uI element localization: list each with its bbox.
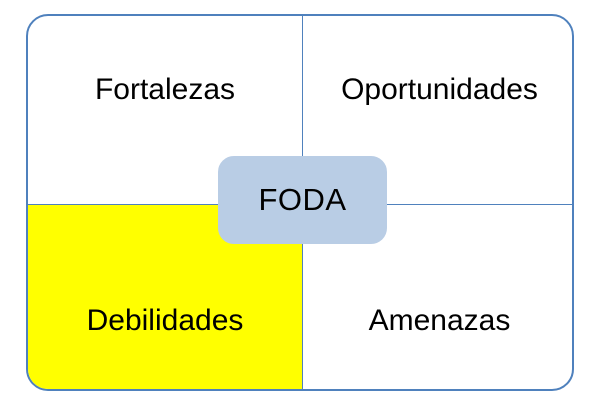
quadrant-label-oportunidades: Oportunidades <box>341 73 538 106</box>
quadrant-label-debilidades: Debilidades <box>86 304 244 337</box>
swot-matrix-frame: Fortalezas Oportunidades Debilidades Ame… <box>26 14 574 391</box>
center-badge: FODA <box>218 156 387 244</box>
center-badge-label: FODA <box>258 182 347 217</box>
quadrant-label-amenazas: Amenazas <box>368 304 511 337</box>
quadrant-label-fortalezas: Fortalezas <box>94 73 236 106</box>
